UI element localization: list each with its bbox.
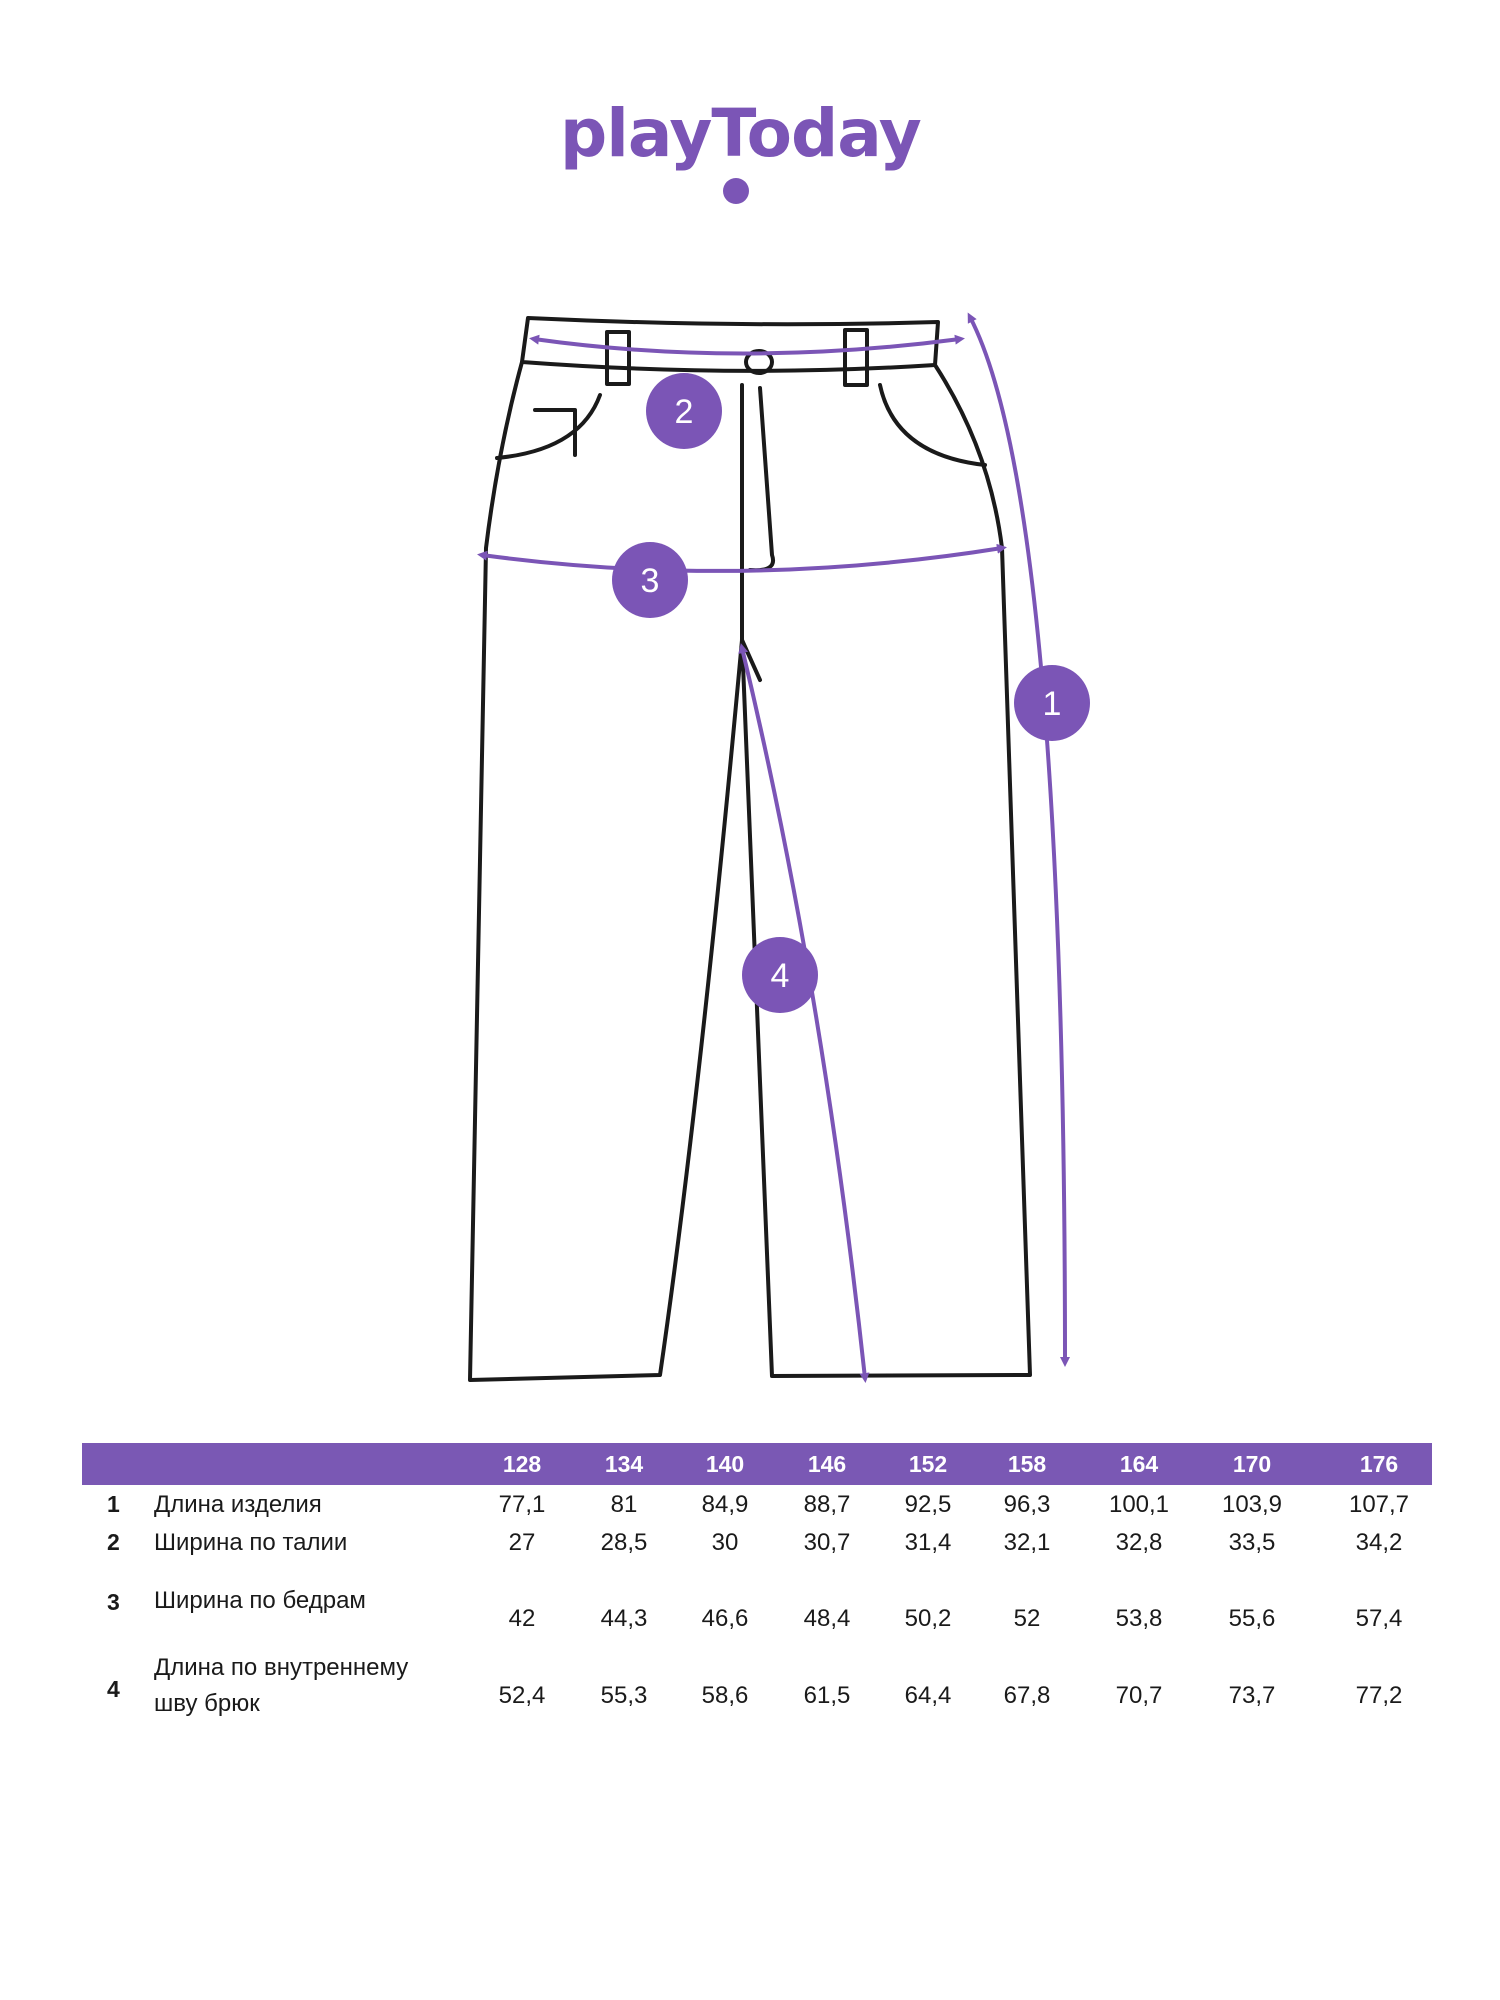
table-cell: 73,7 xyxy=(1228,1682,1276,1709)
table-cell: 84,9 xyxy=(701,1491,749,1518)
table-cell: 30 xyxy=(711,1529,739,1556)
table-cell: 57,4 xyxy=(1355,1605,1403,1632)
table-cell: 32,1 xyxy=(1003,1529,1051,1556)
table-cell: 61,5 xyxy=(803,1682,851,1709)
table-row: 4 Длина по внутреннему шву брюк 52,4 55,… xyxy=(82,1646,1432,1766)
table-cell: 42 xyxy=(508,1605,536,1632)
row-number: 1 xyxy=(107,1491,120,1517)
table-cell: 77,1 xyxy=(498,1491,546,1518)
arrow-waist xyxy=(529,334,965,356)
brand-logo-dot xyxy=(723,178,749,204)
table-cell: 52 xyxy=(1013,1605,1041,1632)
table-cell: 53,8 xyxy=(1115,1605,1163,1632)
marker-4: 4 xyxy=(742,937,818,1013)
table-cell: 100,1 xyxy=(1108,1491,1170,1518)
size-header: 140 xyxy=(705,1451,745,1477)
marker-2: 2 xyxy=(646,373,722,449)
table-cell: 48,4 xyxy=(803,1605,851,1632)
table-row: 3 Ширина по бедрам 42 44,3 46,6 48,4 50,… xyxy=(82,1571,1432,1646)
row-label: Длина изделия xyxy=(154,1491,322,1518)
size-header: 128 xyxy=(502,1451,542,1477)
size-header: 134 xyxy=(604,1451,644,1477)
table-cell: 46,6 xyxy=(701,1605,749,1632)
table-cell: 33,5 xyxy=(1228,1529,1276,1556)
table-cell: 30,7 xyxy=(803,1529,851,1556)
brand-logo-text: playToday xyxy=(560,95,922,172)
size-table: 128 134 140 146 152 158 164 170 176 1 Дл… xyxy=(82,1443,1432,1766)
table-cell: 44,3 xyxy=(600,1605,648,1632)
row-label: Ширина по талии xyxy=(154,1529,348,1556)
table-cell: 92,5 xyxy=(904,1491,952,1518)
table-cell: 55,6 xyxy=(1228,1605,1276,1632)
marker-3: 3 xyxy=(612,542,688,618)
row-number: 2 xyxy=(107,1529,120,1555)
row-number: 3 xyxy=(107,1589,120,1615)
measurement-arrows xyxy=(477,312,1070,1383)
size-header: 146 xyxy=(807,1451,847,1477)
table-cell: 50,2 xyxy=(904,1605,952,1632)
size-header: 176 xyxy=(1359,1451,1399,1477)
row-label: Ширина по бедрам xyxy=(154,1587,366,1614)
table-cell: 52,4 xyxy=(498,1682,546,1709)
size-header: 170 xyxy=(1232,1451,1272,1477)
table-cell: 32,8 xyxy=(1115,1529,1163,1556)
table-cell: 55,3 xyxy=(600,1682,648,1709)
pants-diagram: 1 2 3 4 xyxy=(468,312,1090,1383)
table-cell: 67,8 xyxy=(1003,1682,1051,1709)
pants-outline xyxy=(468,316,1032,1382)
table-cell: 28,5 xyxy=(600,1529,648,1556)
table-cell: 77,2 xyxy=(1355,1682,1403,1709)
marker-2-label: 2 xyxy=(675,393,694,431)
size-header: 158 xyxy=(1007,1451,1047,1477)
table-cell: 70,7 xyxy=(1115,1682,1163,1709)
marker-3-label: 3 xyxy=(641,562,660,600)
table-cell: 27 xyxy=(508,1529,536,1556)
table-row: 2 Ширина по талии 27 28,5 30 30,7 31,4 3… xyxy=(82,1525,1432,1571)
table-cell: 103,9 xyxy=(1221,1491,1283,1518)
table-cell: 64,4 xyxy=(904,1682,952,1709)
marker-4-label: 4 xyxy=(771,957,790,995)
table-cell: 34,2 xyxy=(1355,1529,1403,1556)
row-number: 4 xyxy=(107,1676,120,1702)
row-label: Длина по внутреннему шву брюк xyxy=(154,1654,409,1717)
table-cell: 88,7 xyxy=(803,1491,851,1518)
marker-1: 1 xyxy=(1014,665,1090,741)
arrow-inseam xyxy=(738,643,870,1383)
table-cell: 81 xyxy=(610,1491,638,1518)
arrow-hip xyxy=(477,543,1007,573)
table-cell: 31,4 xyxy=(904,1529,952,1556)
table-cell: 107,7 xyxy=(1348,1491,1410,1518)
size-table-header: 128 134 140 146 152 158 164 170 176 xyxy=(82,1443,1432,1485)
table-cell: 58,6 xyxy=(701,1682,749,1709)
brand-logo: playToday xyxy=(560,95,960,205)
size-header: 152 xyxy=(908,1451,948,1477)
table-row: 1 Длина изделия 77,1 81 84,9 88,7 92,5 9… xyxy=(82,1485,1432,1525)
size-header: 164 xyxy=(1119,1451,1159,1477)
marker-1-label: 1 xyxy=(1043,685,1062,723)
table-cell: 96,3 xyxy=(1003,1491,1051,1518)
